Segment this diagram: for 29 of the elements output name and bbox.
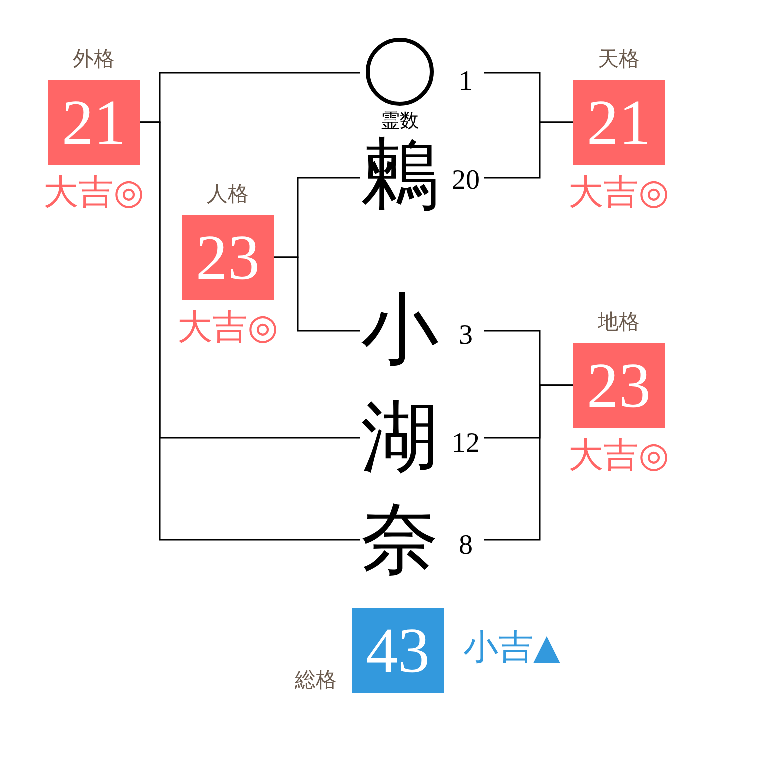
caption-label: 霊数 — [380, 110, 420, 132]
connector-line — [484, 384, 573, 541]
score-box: 21 — [48, 80, 140, 165]
connector-line — [274, 256, 360, 332]
stroke-count: 12 — [451, 428, 481, 460]
name-character: 小 — [360, 290, 440, 370]
connector-line — [484, 122, 573, 179]
stroke-count: 20 — [451, 165, 481, 197]
stroke-count: 8 — [458, 530, 474, 562]
score-box: 43 — [352, 608, 444, 693]
connector-line — [140, 122, 360, 541]
fortune-label: 大吉◎ — [568, 436, 670, 476]
name-character: 鶫 — [360, 135, 440, 215]
name-character: 奈 — [360, 500, 440, 580]
heading-label: 外格 — [72, 46, 116, 73]
score-box: 23 — [182, 215, 274, 300]
fortune-label: 小吉▲ — [462, 628, 562, 668]
heading-label: 天格 — [597, 46, 641, 73]
name-character: 湖 — [360, 398, 440, 478]
stroke-count: 3 — [458, 320, 474, 352]
fortune-label: 大吉◎ — [42, 173, 146, 213]
fortune-label: 大吉◎ — [176, 308, 280, 348]
heading-label: 総格 — [294, 667, 338, 694]
stroke-count: 1 — [458, 66, 474, 98]
heading-label: 人格 — [206, 181, 250, 208]
heading-label: 地格 — [597, 309, 641, 336]
score-box: 23 — [573, 343, 665, 428]
score-box: 21 — [573, 80, 665, 165]
fortune-label: 大吉◎ — [568, 173, 670, 213]
